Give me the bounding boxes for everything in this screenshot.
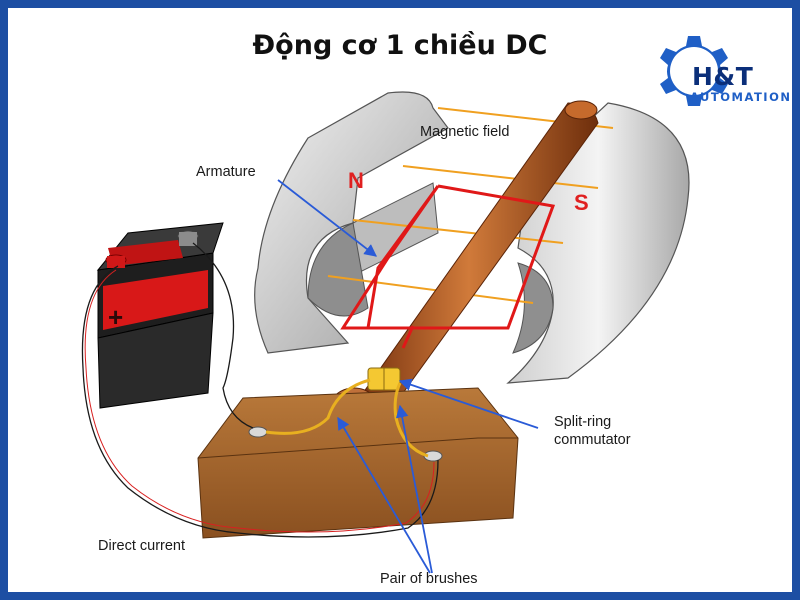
split-ring-label-line1: Split-ring bbox=[554, 414, 611, 430]
north-pole-label: N bbox=[348, 168, 364, 193]
logo-name: H&T bbox=[692, 62, 754, 91]
diagram-title: Động cơ 1 chiều DC bbox=[252, 30, 548, 61]
north-magnet bbox=[254, 91, 449, 354]
magnetic-field-label: Magnetic field bbox=[420, 124, 509, 140]
direct-current-label: Direct current bbox=[98, 538, 185, 554]
south-magnet bbox=[506, 102, 690, 384]
armature-label: Armature bbox=[196, 164, 256, 180]
brand-logo: H&T AUTOMATION bbox=[648, 28, 792, 128]
gear-icon bbox=[660, 36, 728, 106]
battery bbox=[96, 222, 224, 409]
base-block bbox=[197, 387, 519, 539]
split-ring-label-line2: commutator bbox=[554, 432, 631, 448]
battery-plus-sign: + bbox=[108, 302, 123, 332]
south-pole-label: S bbox=[574, 190, 589, 215]
brushes-label: Pair of brushes bbox=[380, 571, 478, 587]
dc-motor-diagram: + Magnetic field Armature N S Split-ring… bbox=[81, 91, 690, 587]
circuit-wires bbox=[81, 242, 439, 538]
armature-coil bbox=[340, 184, 556, 349]
circuit-wires-red bbox=[84, 269, 435, 533]
pointer-lines bbox=[277, 179, 539, 574]
logo-subtitle: AUTOMATION bbox=[690, 90, 792, 104]
